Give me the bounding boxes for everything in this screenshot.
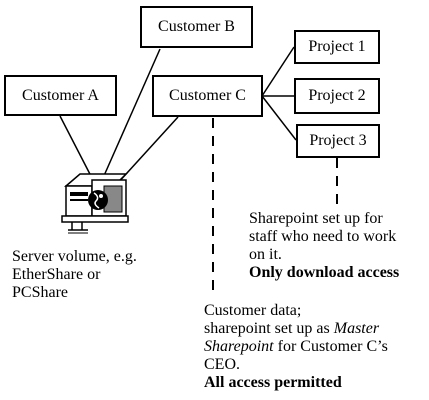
link-c-project-3 <box>261 95 297 141</box>
project-caption-access: Only download access <box>249 264 400 281</box>
server-volume-icon <box>61 173 129 234</box>
node-project-1-label: Project 1 <box>308 38 366 55</box>
customer-caption-line-2: sharepoint set up as Master <box>204 320 388 338</box>
project-caption-line-1: Sharepoint set up for <box>249 210 383 227</box>
project-caption-line-2: staff who need to work <box>249 228 397 245</box>
node-customer-c-label: Customer C <box>169 87 246 104</box>
customer-caption-line-2-italic: Master <box>333 320 380 337</box>
link-server-customer-c <box>116 116 179 185</box>
customer-caption-line-4: CEO. <box>204 356 240 373</box>
link-c-project-1 <box>261 46 295 97</box>
customer-caption-access: All access permitted <box>204 374 342 391</box>
server-caption-line-2: EtherShare or <box>12 266 101 283</box>
server-caption: Server volume, e.g. EtherShare or PCShar… <box>12 248 137 302</box>
node-customer-a: Customer A <box>4 75 117 116</box>
project-caption-line-3: on it. <box>249 246 282 263</box>
node-project-2-label: Project 2 <box>308 87 366 104</box>
node-project-2: Project 2 <box>294 78 380 114</box>
project-caption: Sharepoint set up for staff who need to … <box>249 210 399 282</box>
server-caption-line-1: Server volume, e.g. <box>12 248 137 265</box>
node-project-3-label: Project 3 <box>309 132 367 149</box>
customer-caption: Customer data; sharepoint set up as Mast… <box>204 302 388 392</box>
customer-caption-line-3-suffix: for Customer C’s <box>273 338 388 355</box>
server-caption-line-3: PCShare <box>12 284 68 301</box>
node-customer-b: Customer B <box>140 6 253 48</box>
node-customer-a-label: Customer A <box>22 86 99 104</box>
customer-caption-line-1: Customer data; <box>204 302 302 319</box>
node-project-3: Project 3 <box>296 124 380 158</box>
node-customer-c: Customer C <box>152 75 263 117</box>
node-customer-b-label: Customer B <box>158 18 235 35</box>
customer-caption-line-3: Sharepoint for Customer C’s <box>204 338 388 356</box>
link-server-customer-b <box>102 48 161 179</box>
customer-caption-line-2-prefix: sharepoint set up as <box>204 320 334 337</box>
link-server-customer-a <box>59 115 94 181</box>
customer-caption-line-3-italic: Sharepoint <box>204 338 274 355</box>
node-project-1: Project 1 <box>294 30 380 64</box>
